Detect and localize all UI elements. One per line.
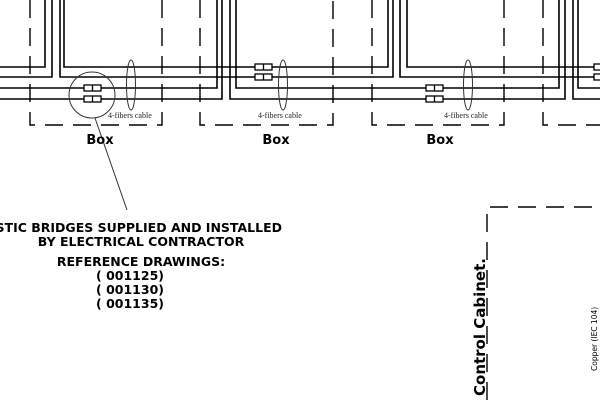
control-cabinet-label: Control Cabinet. [471, 258, 489, 396]
cable-bundles [126, 59, 473, 111]
note-line: REFERENCE DRAWINGS: [57, 254, 225, 269]
box-enclosures [29, 0, 600, 126]
box-label: Box [262, 133, 290, 148]
note-line: STIC BRIDGES SUPPLIED AND INSTALLED [0, 220, 282, 235]
cable-label: 4-fibers cable [444, 111, 488, 120]
note-line: ( 001130) [96, 282, 164, 297]
connector-icon [254, 73, 273, 81]
cable-bundle-icon [463, 59, 473, 111]
cable-label: 4-fibers cable [258, 111, 302, 120]
cable-bundle-icon [126, 59, 136, 111]
cable-bundle-icon [278, 59, 288, 111]
connector-icon [83, 84, 102, 92]
box-label: Box [426, 133, 454, 148]
connector-icon [83, 95, 102, 103]
note-line: ( 001125) [96, 268, 164, 283]
cable-label: 4-fibers cable [108, 111, 152, 120]
connectors [83, 63, 600, 103]
connector-icon [254, 63, 273, 71]
note-line: ( 001135) [96, 296, 164, 311]
highlight-circle [68, 71, 116, 119]
connector-icon [593, 73, 600, 81]
fiber-lines [0, 0, 600, 100]
note-line: BY ELECTRICAL CONTRACTOR [38, 234, 245, 249]
box-label: Box [86, 133, 114, 148]
connector-icon [425, 84, 444, 92]
note-block: STIC BRIDGES SUPPLIED AND INSTALLED BY E… [0, 220, 282, 311]
control-cabinet-outline [486, 206, 600, 400]
leader-line [94, 117, 128, 211]
copper-label: Copper (IEC 104) [590, 307, 599, 371]
connector-icon [425, 95, 444, 103]
connector-icon [593, 63, 600, 71]
